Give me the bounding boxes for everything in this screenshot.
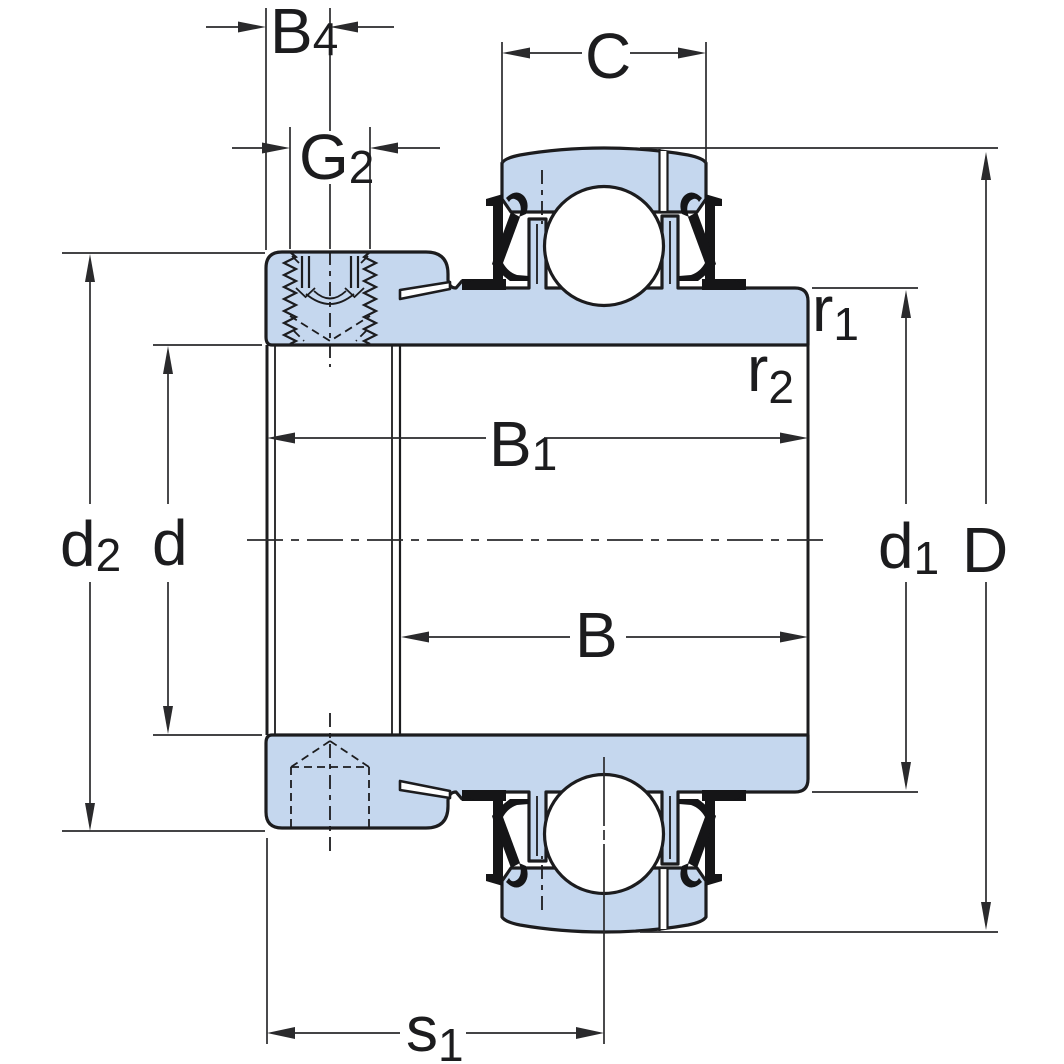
label-r1: r1 [812, 273, 859, 350]
screw-socket-cone [344, 287, 365, 299]
label-D: D [962, 514, 1008, 586]
thread-runout-dash [355, 330, 367, 342]
dimension-g2 [232, 142, 440, 154]
thread-runout-dash [293, 330, 305, 342]
label-c: C [585, 20, 631, 92]
lubrication-hole [658, 149, 669, 214]
hidden-screw-cone [290, 740, 370, 768]
label-d2: d2 [60, 508, 121, 581]
extension-lines [62, 8, 998, 1044]
label-d: d [152, 507, 188, 579]
label-r2: r2 [747, 333, 794, 413]
seal [467, 192, 529, 290]
label-b: B [575, 599, 618, 671]
dimension-c [502, 47, 706, 59]
bearing-half-section-mirrored [266, 735, 808, 932]
bearing-half-section [264, 146, 810, 347]
dimension-d [163, 346, 173, 734]
dimension-b1 [267, 432, 808, 444]
dimension-d1 [901, 290, 911, 790]
dimension-s1 [267, 1027, 604, 1039]
thread-zigzag-right [361, 251, 379, 345]
dimension-b [401, 631, 808, 643]
label-b1: B1 [489, 408, 557, 480]
label-s1: s1 [406, 993, 464, 1064]
thread-runout-tick [360, 255, 369, 264]
label-d1: d1 [878, 510, 939, 584]
dimension-d2 [85, 254, 95, 831]
ball [542, 184, 666, 308]
thread-zigzag-left [281, 251, 299, 345]
screw-socket-curve [313, 290, 347, 300]
screw-socket-cone [295, 287, 316, 299]
screw-point-cone [289, 315, 371, 343]
outer-ring-section [500, 146, 708, 214]
dimension-D [981, 152, 991, 930]
collar-ring-gap [398, 280, 452, 301]
label-g2: G2 [299, 121, 374, 193]
hidden-set-screw-section [290, 713, 370, 856]
dimension-b4 [206, 21, 394, 33]
label-b4: B4 [270, 0, 338, 67]
thread-runout-tick [291, 255, 300, 264]
set-screw-section [281, 251, 379, 367]
